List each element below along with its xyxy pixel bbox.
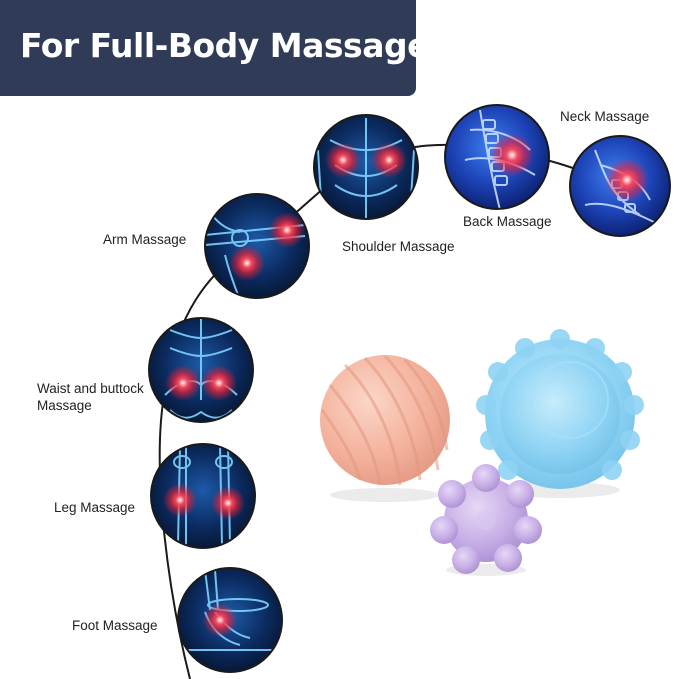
label-shoulder-massage: Shoulder Massage bbox=[342, 239, 455, 254]
back-xray-icon bbox=[444, 104, 550, 210]
label-leg-massage: Leg Massage bbox=[54, 500, 136, 515]
label-waist-massage-line1: Waist and buttock bbox=[37, 381, 144, 396]
label-back-massage: Back Massage bbox=[463, 214, 552, 229]
blue-scalloped-ball bbox=[476, 329, 644, 498]
label-waist-massage-line2: Massage bbox=[37, 398, 92, 413]
arm-xray-icon bbox=[204, 193, 310, 299]
page-title: For Full-Body Massage bbox=[20, 26, 429, 65]
label-arm-massage: Arm Massage bbox=[103, 232, 187, 247]
label-neck-massage: Neck Massage bbox=[560, 109, 650, 124]
title-banner: For Full-Body Massage bbox=[0, 0, 429, 96]
label-foot-massage: Foot Massage bbox=[72, 618, 158, 633]
shoulder-xray-icon bbox=[313, 114, 419, 220]
pink-ribbed-ball bbox=[320, 354, 450, 502]
neck-xray-icon bbox=[569, 135, 671, 237]
waist-xray-icon bbox=[148, 317, 254, 423]
lilac-spiky-ball bbox=[430, 464, 542, 576]
leg-xray-icon bbox=[150, 443, 256, 549]
foot-xray-icon bbox=[177, 567, 283, 673]
